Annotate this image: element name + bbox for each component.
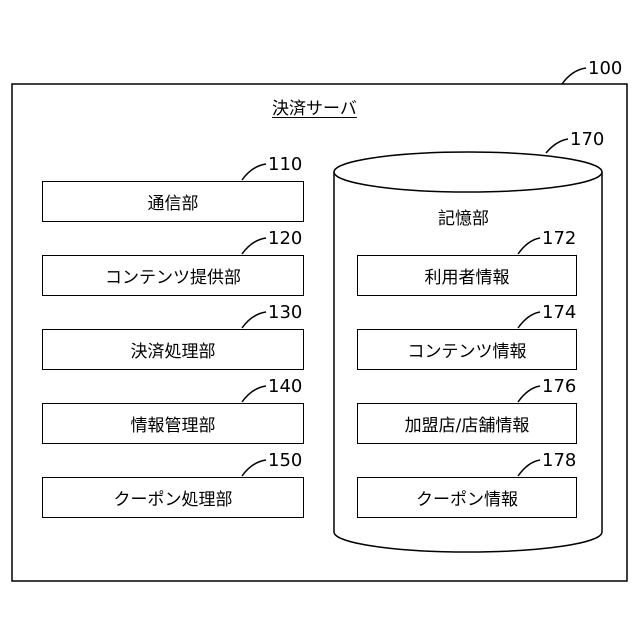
unit-communication: 通信部: [42, 181, 304, 222]
ref-178: 178: [542, 450, 576, 471]
leader-100: [562, 68, 586, 84]
ref-110: 110: [268, 154, 302, 175]
storage-user-info: 利用者情報: [357, 255, 577, 296]
unit-content-provider: コンテンツ提供部: [42, 255, 304, 296]
unit-info-management: 情報管理部: [42, 403, 304, 444]
leader-150: [242, 460, 266, 476]
ref-150: 150: [268, 450, 302, 471]
ref-170: 170: [570, 129, 604, 150]
ref-120: 120: [268, 228, 302, 249]
leader-110: [242, 164, 266, 180]
unit-payment-processing: 決済処理部: [42, 329, 304, 370]
leader-140: [242, 386, 266, 402]
ref-140: 140: [268, 376, 302, 397]
unit-coupon-processing: クーポン処理部: [42, 477, 304, 518]
ref-130: 130: [268, 302, 302, 323]
ref-176: 176: [542, 376, 576, 397]
ref-100: 100: [588, 58, 622, 79]
ref-172: 172: [542, 228, 576, 249]
storage-content-info: コンテンツ情報: [357, 329, 577, 370]
ref-174: 174: [542, 302, 576, 323]
leader-120: [242, 238, 266, 254]
storage-coupon-info: クーポン情報: [357, 477, 577, 518]
storage-merchant-store-info: 加盟店/店舗情報: [357, 403, 577, 444]
storage-title: 記憶部: [438, 204, 489, 229]
leader-130: [242, 312, 266, 328]
leader-170: [546, 139, 568, 153]
server-title: 決済サーバ: [272, 94, 357, 119]
